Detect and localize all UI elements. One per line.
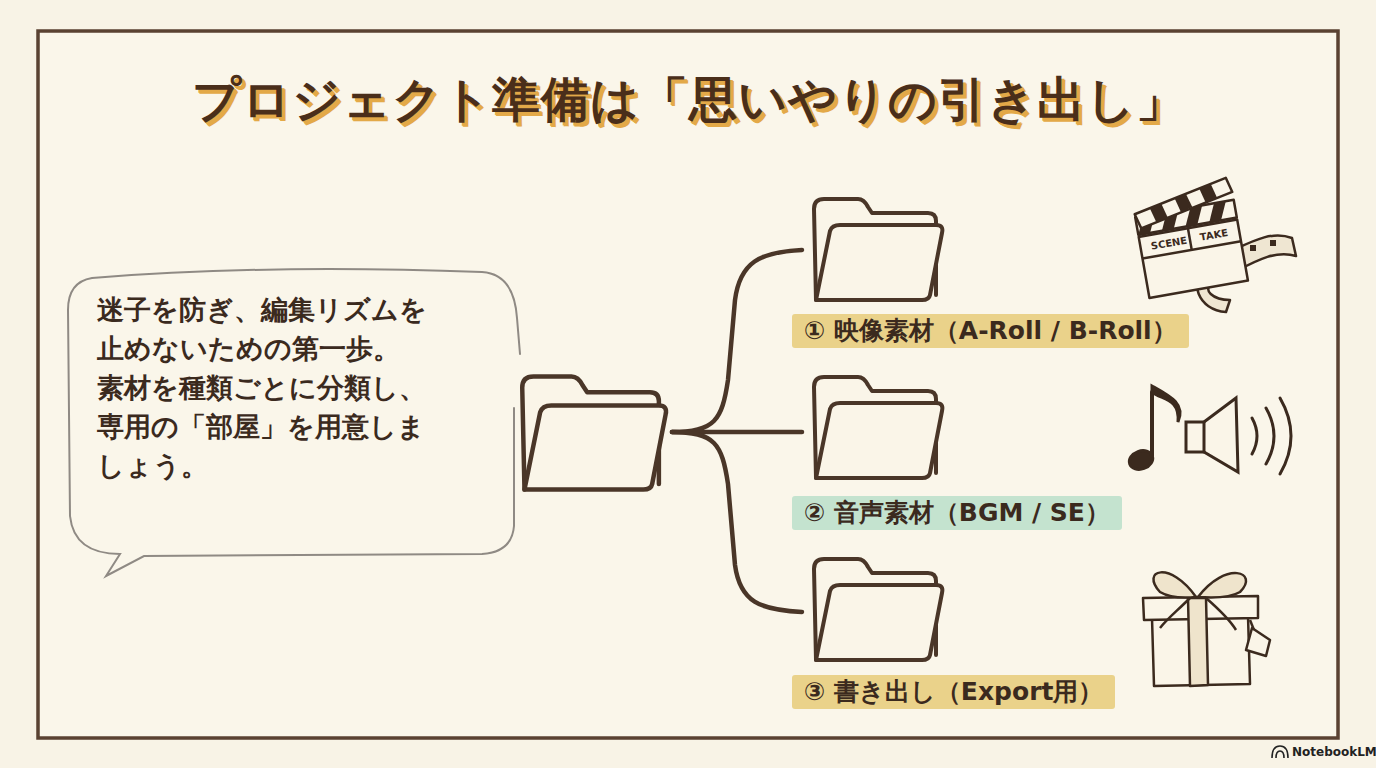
clapper-label: SCENE (1150, 235, 1188, 252)
folder-label: ③ 書き出し（Export用） (792, 675, 1115, 709)
folder-label: ② 音声素材（BGM / SE） (792, 496, 1122, 530)
folder-label: ① 映像素材（A-Roll / B-Roll） (792, 314, 1189, 348)
branch-lines (672, 250, 802, 612)
frame (38, 31, 1338, 738)
gift-icon (1143, 572, 1270, 686)
bubble-outline-path (68, 269, 520, 576)
watermark: NotebookLM (1292, 745, 1376, 759)
clapperboard-icon (1131, 177, 1296, 312)
audio-icon (1127, 386, 1291, 474)
clapper-label: TAKE (1199, 227, 1229, 243)
folder-icon (814, 559, 942, 660)
folder-label-text: ① 映像素材（A-Roll / B-Roll） (804, 314, 1177, 348)
folder-icon (814, 199, 942, 300)
title: プロジェクト準備は「思いやりの引き出し」 (0, 68, 1376, 132)
folder-icon (814, 377, 942, 478)
speech-bubble: 迷子を防ぎ、編集リズムを 止めないための第一歩。 素材を種類ごとに分類し、 専用… (62, 258, 524, 588)
root-folder (522, 376, 666, 489)
folder-label-text: ② 音声素材（BGM / SE） (804, 496, 1110, 530)
watermark-icon (1272, 746, 1288, 758)
bubble-text: 迷子を防ぎ、編集リズムを 止めないための第一歩。 素材を種類ごとに分類し、 専用… (97, 290, 477, 485)
folder-label-text: ③ 書き出し（Export用） (804, 675, 1103, 709)
